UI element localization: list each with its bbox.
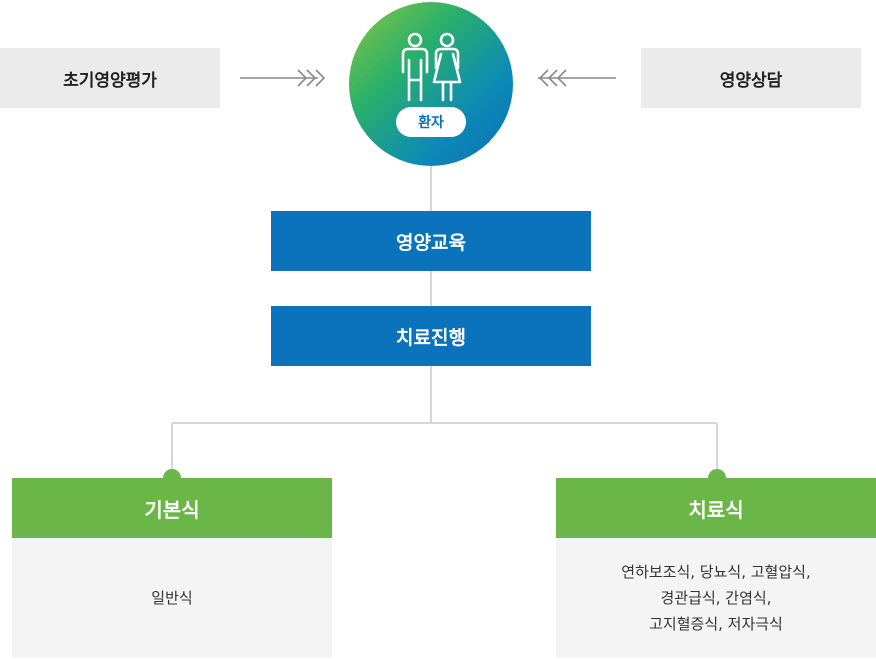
arrow-right-icon [240, 69, 326, 87]
initial-nutrition-assessment-label: 초기영양평가 [63, 70, 157, 91]
basic-diet-content: 일반식 [12, 538, 332, 658]
nutrition-education-box: 영양교육 [271, 211, 591, 271]
basic-diet-title: 기본식 [144, 497, 200, 522]
therapeutic-diet-header: 치료식 [556, 478, 876, 538]
basic-diet-item: 일반식 [151, 589, 193, 607]
patient-badge: 환자 [396, 107, 466, 137]
initial-nutrition-assessment-box: 초기영양평가 [0, 48, 220, 108]
nutrition-education-label: 영양교육 [396, 231, 466, 254]
therapeutic-diet-line-3: 고지혈증식, 저자극식 [649, 615, 783, 633]
treatment-progress-box: 치료진행 [271, 306, 591, 366]
nutrition-counseling-box: 영양상담 [641, 48, 861, 108]
patient-people-icon [401, 32, 462, 102]
nutrition-counseling-label: 영양상담 [719, 70, 783, 91]
basic-diet-header: 기본식 [12, 478, 332, 538]
therapeutic-diet-line-1: 연하보조식, 당뇨식, 고혈압식, [621, 563, 811, 581]
therapeutic-diet-line-2: 경관급식, 간염식, [660, 589, 772, 607]
therapeutic-diet-title: 치료식 [688, 497, 744, 522]
treatment-progress-label: 치료진행 [396, 326, 466, 349]
patient-circle: 환자 [349, 2, 513, 166]
arrow-left-icon [538, 69, 616, 87]
therapeutic-diet-content: 연하보조식, 당뇨식, 고혈압식, 경관급식, 간염식, 고지혈증식, 저자극식 [556, 538, 876, 658]
